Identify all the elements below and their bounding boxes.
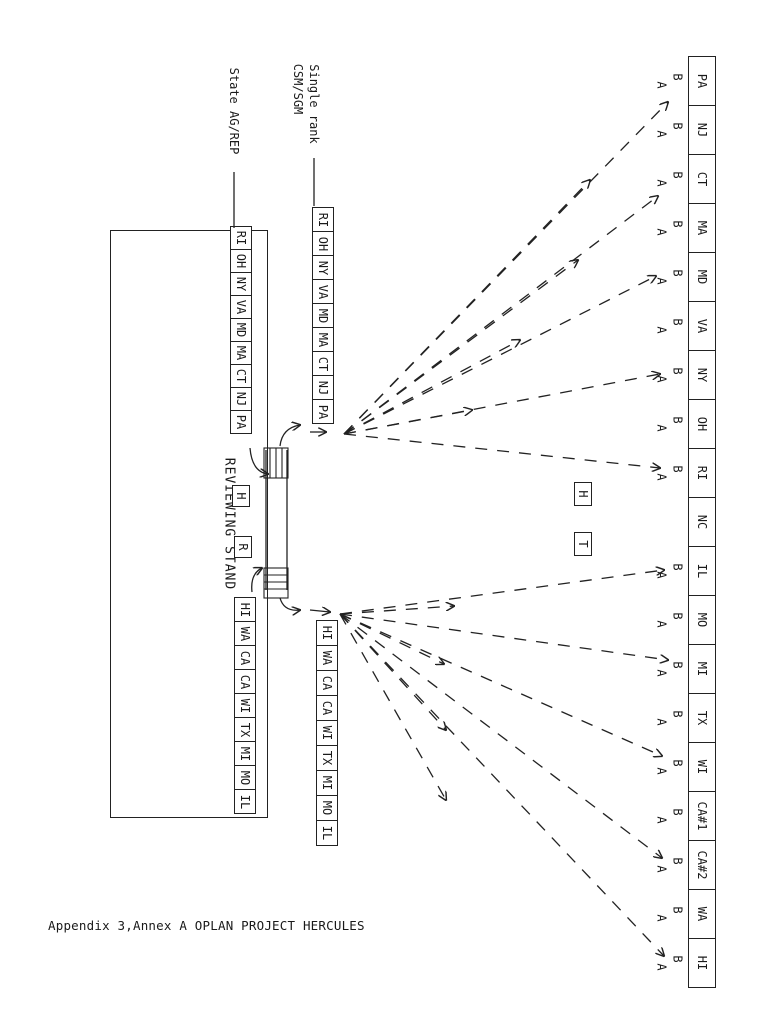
marker-r: R <box>234 536 252 558</box>
right-column-cell: OH <box>688 399 716 449</box>
route-arrow-bottom <box>339 613 444 664</box>
reviewing-stand: REVIEWING STAND <box>110 230 268 818</box>
marker-h: H <box>232 485 250 507</box>
route-arrow-top <box>343 196 658 435</box>
route-arrow-bottom <box>339 570 664 615</box>
route-arrow-bottom <box>339 613 446 730</box>
right-column-cell: IL <box>688 546 716 596</box>
route-arrow-bottom <box>339 613 662 858</box>
single-rank-top-cell: PA <box>312 399 334 424</box>
route-arrow-top <box>343 433 660 468</box>
stand-top-cell: PA <box>230 410 252 434</box>
right-column-cell: NJ <box>688 105 716 155</box>
right-column-cell: RI <box>688 448 716 498</box>
right-column-cell: MA <box>688 203 716 253</box>
caption: Appendix 3,Annex A OPLAN PROJECT HERCULE… <box>48 918 365 933</box>
right-column-cell: MI <box>688 644 716 694</box>
stairs-bottom <box>263 567 289 599</box>
right-column-cell: PA <box>688 56 716 106</box>
route-arrow-bottom <box>339 606 454 615</box>
right-column-cell: CA#2 <box>688 840 716 890</box>
stand-bottom-cell: IL <box>234 789 256 814</box>
right-column-cell: WI <box>688 742 716 792</box>
route-arrow-bottom <box>339 613 446 800</box>
stairs-top <box>263 447 289 479</box>
right-column-cell: MO <box>688 595 716 645</box>
right-column-cell: NY <box>688 350 716 400</box>
single-rank-bottom-cell: IL <box>316 820 338 846</box>
route-arrow-bottom <box>339 613 662 756</box>
right-column-cell: NC <box>688 497 716 547</box>
route-arrow-bottom <box>339 613 668 660</box>
route-arrow-top <box>343 340 520 435</box>
route-arrow-top <box>343 276 656 435</box>
right-column-cell: HI <box>688 938 716 988</box>
route-arrow-top <box>343 260 578 435</box>
route-arrow-bottom <box>339 613 664 956</box>
route-arrow-top <box>343 180 590 435</box>
right-column-cell: CA#1 <box>688 791 716 841</box>
right-column-cell: VA <box>688 301 716 351</box>
right-column-cell: WA <box>688 889 716 939</box>
field-marker-t: T <box>574 532 592 556</box>
field-marker-h: H <box>574 482 592 506</box>
